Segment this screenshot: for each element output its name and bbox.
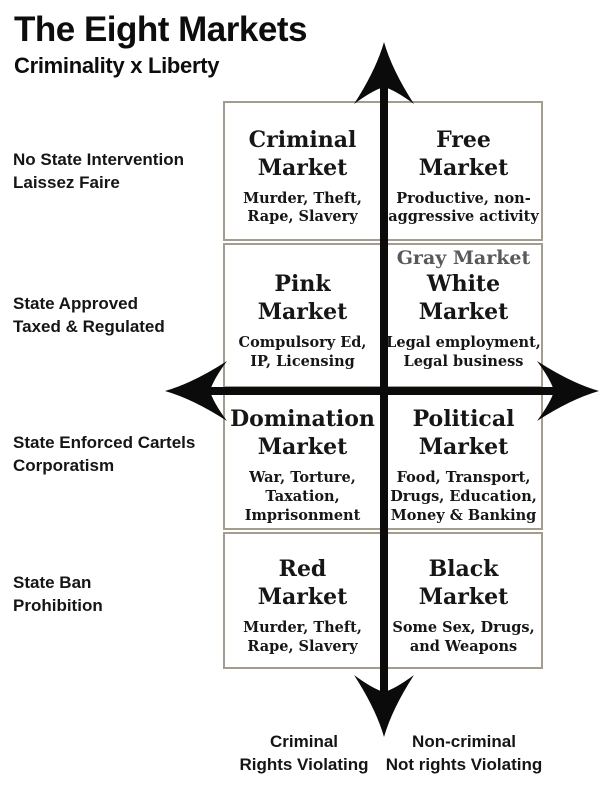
row-label-state-approved: State Approved Taxed & Regulated xyxy=(13,294,165,336)
cell-description: War, Torture, Taxation, Imprisonment xyxy=(244,469,361,524)
cell-free-market: Free Market Productive, non- aggressive … xyxy=(384,101,543,241)
cell-political-market: Political Market Food, Transport, Drugs,… xyxy=(384,390,543,530)
cell-criminal-market: Criminal Market Murder, Theft, Rape, Sla… xyxy=(223,101,382,241)
cell-title: Free Market xyxy=(418,126,509,181)
cell-title: Political Market xyxy=(412,406,515,461)
arrow-down-icon xyxy=(354,675,414,737)
cell-title: White Market xyxy=(418,271,509,326)
markets-grid: Criminal Market Murder, Theft, Rape, Sla… xyxy=(223,101,543,669)
cell-description: Legal employment, Legal business xyxy=(386,334,541,370)
arrow-right-icon xyxy=(537,361,599,421)
cell-description: Some Sex, Drugs, and Weapons xyxy=(392,619,535,655)
cell-description: Food, Transport, Drugs, Education, Money… xyxy=(390,469,537,524)
cell-domination-market: Domination Market War, Torture, Taxation… xyxy=(223,390,382,530)
cell-title: Domination Market xyxy=(230,406,375,461)
cell-pink-market: Pink Market Compulsory Ed, IP, Licensing xyxy=(223,243,382,388)
x-axis-label-criminal: Criminal Rights Violating xyxy=(239,732,369,774)
row-label-state-ban: State Ban Prohibition xyxy=(13,573,103,615)
cell-title: Red Market xyxy=(257,556,348,611)
cell-red-market: Red Market Murder, Theft, Rape, Slavery xyxy=(223,532,382,669)
gray-market-label: Gray Market xyxy=(396,247,531,269)
arrow-up-icon xyxy=(354,42,414,104)
row-label-no-state-intervention: No State Intervention Laissez Faire xyxy=(13,150,184,192)
page-subtitle: Criminality x Liberty xyxy=(14,53,220,78)
header: The Eight Markets Criminality x Liberty xyxy=(14,10,307,79)
row-label-state-enforced-cartels: State Enforced Cartels Corporatism xyxy=(13,433,196,475)
cell-description: Murder, Theft, Rape, Slavery xyxy=(243,619,362,655)
x-axis-label-non-criminal: Non-criminal Not rights Violating xyxy=(385,732,543,774)
cell-description: Productive, non- aggressive activity xyxy=(388,189,539,226)
cell-description: Compulsory Ed, IP, Licensing xyxy=(238,334,367,370)
cell-title: Black Market xyxy=(418,556,509,611)
cell-title: Pink Market xyxy=(257,271,348,326)
page-title: The Eight Markets xyxy=(14,10,307,49)
cell-white-market: Gray Market White Market Legal employmen… xyxy=(384,243,543,388)
cell-title: Criminal Market xyxy=(248,126,357,181)
arrow-left-icon xyxy=(165,361,227,421)
cell-description: Murder, Theft, Rape, Slavery xyxy=(243,189,362,226)
cell-black-market: Black Market Some Sex, Drugs, and Weapon… xyxy=(384,532,543,669)
